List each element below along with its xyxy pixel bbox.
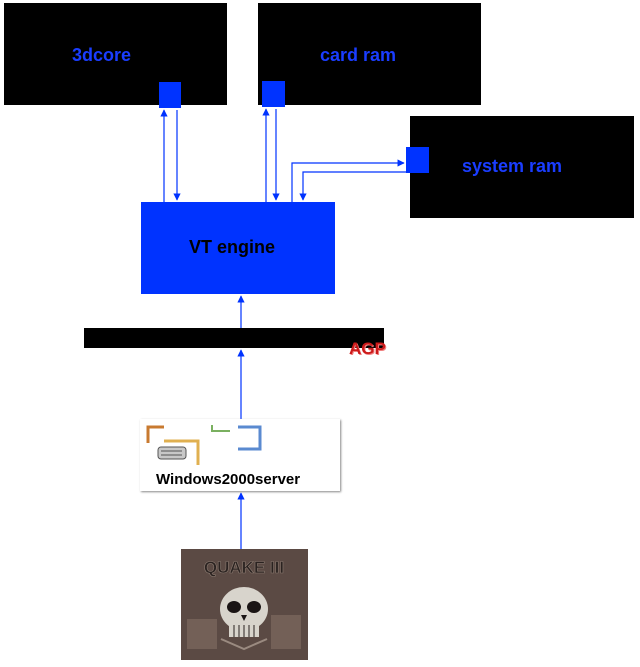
quake-skull-graphic: QUAKE III (181, 549, 308, 660)
core-port (159, 82, 181, 108)
quake-cover-image: QUAKE III (181, 549, 308, 660)
windows-logo: Windows2000server (140, 419, 340, 491)
windows-logo-text: Windows2000server (156, 471, 301, 488)
card-ram-label: card ram (320, 45, 397, 65)
core-block: 3dcore (4, 3, 227, 105)
system-ram-port (406, 147, 429, 173)
quake-title: QUAKE III (204, 558, 284, 577)
card-ram-block: card ram (258, 3, 481, 105)
vt-engine-label: VT engine (189, 237, 276, 257)
agp-bus (84, 328, 384, 348)
sysram-to-vt-arrow (299, 171, 406, 201)
windows-logo-graphic (146, 425, 262, 465)
core-label: 3dcore (72, 45, 132, 65)
agp-label: AGP (349, 339, 386, 358)
card-ram-port (262, 81, 285, 107)
vt-engine-block: VT engine (141, 202, 335, 294)
system-ram-block: system ram (410, 116, 634, 218)
system-ram-label: system ram (462, 156, 563, 176)
vt-to-sysram-arrow (291, 159, 405, 202)
